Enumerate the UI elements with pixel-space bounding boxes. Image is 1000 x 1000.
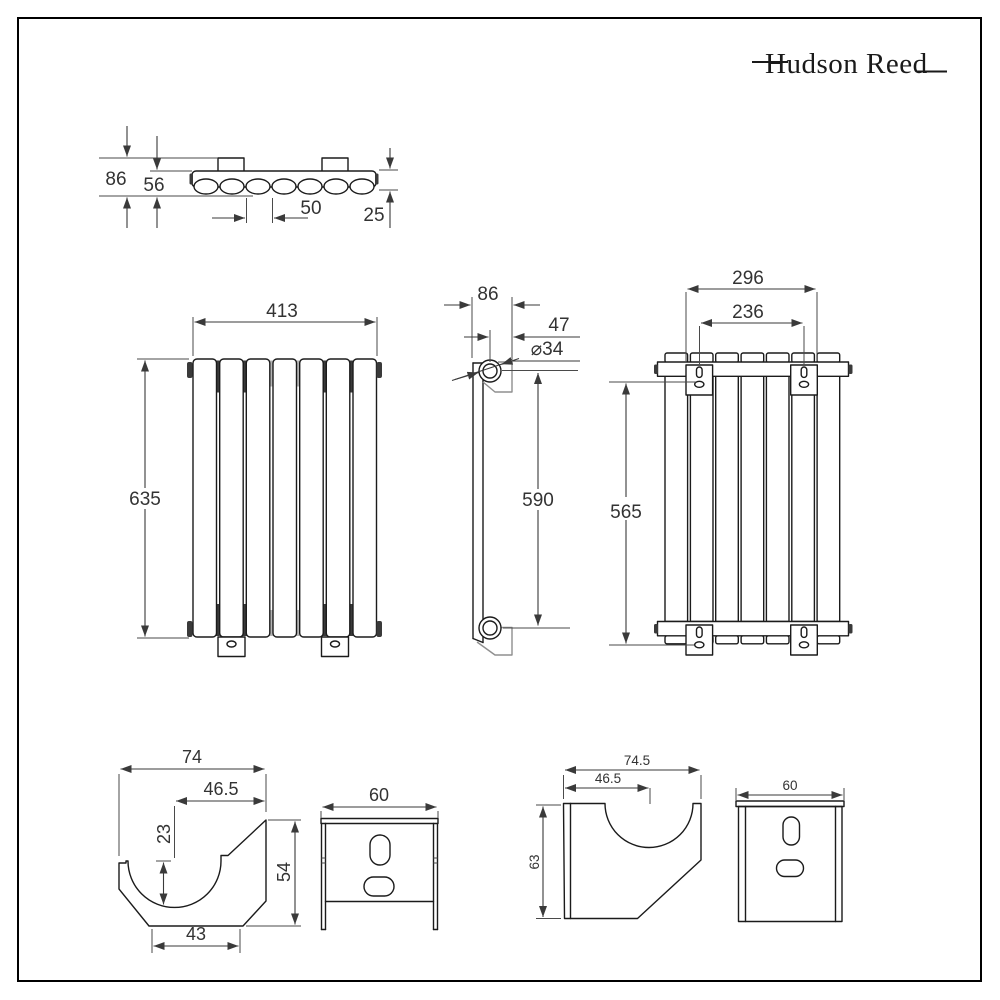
tube-ovals xyxy=(193,178,375,195)
rear-bracket-bottom-left xyxy=(685,624,714,656)
dim-label-b-height: 63 xyxy=(527,854,542,869)
bracket-a-horizontal-slot xyxy=(363,876,395,897)
dim-label-bracket-hole-span: 236 xyxy=(732,302,764,323)
front-view-dimensions: 413 635 xyxy=(126,301,378,639)
panel-joint-tabs-top xyxy=(215,360,354,393)
sheet-border xyxy=(17,17,982,982)
bracket-a-top-bar xyxy=(320,817,439,825)
end-cap-left xyxy=(189,173,193,185)
back-view-dimensions: 296 236 565 xyxy=(604,268,818,646)
rear-end-caps xyxy=(654,364,853,634)
rear-bracket-top-right xyxy=(790,364,819,396)
dim-label-wall-to-center: 47 xyxy=(548,315,569,336)
wall-bracket-front-right xyxy=(320,636,350,658)
dim-label-collector-depth: 25 xyxy=(363,205,384,226)
back-view: 296 236 565 xyxy=(604,268,853,656)
bracket-b-side-view: 74.5 46.5 63 xyxy=(527,753,702,920)
dim-label-bracket-outer-span: 296 xyxy=(732,268,764,289)
dim-label-b-center-offset: 46.5 xyxy=(595,771,621,786)
tube-stubs-top xyxy=(664,352,841,364)
bracket-b-body xyxy=(737,805,843,923)
bracket-b-front-dimensions: 60 xyxy=(735,778,845,800)
side-view-dimensions: 86 47 ⌀34 590 xyxy=(444,284,580,629)
dim-label-tapping-centers: 590 xyxy=(522,490,554,511)
bracket-b-front-view: 60 xyxy=(735,778,845,923)
dim-label-front-width: 413 xyxy=(266,301,298,322)
top-view: 86 56 50 25 xyxy=(99,126,398,228)
dim-label-body-depth: 56 xyxy=(143,175,164,196)
front-view: 413 635 xyxy=(126,301,382,658)
dim-label-a-base-width: 43 xyxy=(186,924,206,944)
dim-label-a-center-offset: 46.5 xyxy=(203,779,238,799)
dim-label-b-width: 74.5 xyxy=(624,753,650,768)
valve-caps xyxy=(187,362,382,637)
bracket-a-vertical-slot xyxy=(369,834,391,866)
dim-label-bracket-hole-centers: 565 xyxy=(610,502,642,523)
end-cap-right xyxy=(375,173,379,185)
bracket-b-dimensions: 74.5 46.5 63 xyxy=(527,753,702,919)
side-view: 86 47 ⌀34 590 xyxy=(444,284,580,656)
rear-bracket-top-left xyxy=(685,364,714,396)
dim-label-b-face-width: 60 xyxy=(782,778,797,793)
bracket-b-profile xyxy=(562,802,702,920)
rear-tubes xyxy=(664,375,841,623)
dim-label-tube-diameter: ⌀34 xyxy=(531,339,564,360)
panel-joint-tabs-bottom xyxy=(215,604,354,636)
bracket-a-dimensions: 74 46.5 23 54 43 xyxy=(118,747,301,953)
bracket-tab-right xyxy=(321,157,349,173)
bracket-b-horizontal-slot xyxy=(775,859,805,878)
tube-end-bottom xyxy=(478,616,502,640)
dim-label-a-face-width: 60 xyxy=(369,785,389,805)
wall-bracket-front-left xyxy=(217,636,246,658)
bracket-a-legs xyxy=(320,822,439,931)
top-view-dimensions: 86 56 50 25 xyxy=(99,126,398,228)
dim-label-tube-pitch: 50 xyxy=(300,198,321,219)
dim-label-a-width: 74 xyxy=(182,747,202,767)
side-panel xyxy=(472,362,484,644)
bracket-tab-left xyxy=(217,157,245,173)
bracket-b-top-bar xyxy=(735,800,845,808)
brand-logo: Hudson Reed xyxy=(752,48,947,80)
dim-label-a-height: 54 xyxy=(274,862,294,882)
bracket-a-side-view: 74 46.5 23 54 43 xyxy=(118,747,301,953)
dim-label-a-cradle-depth: 23 xyxy=(154,824,174,844)
bracket-b-vertical-slot xyxy=(782,816,801,846)
radiator-panels xyxy=(192,358,378,638)
dim-label-front-height: 635 xyxy=(129,489,161,510)
bracket-a-front-dimensions: 60 xyxy=(320,785,439,818)
bracket-a-profile xyxy=(118,819,267,927)
dim-label-total-depth: 86 xyxy=(105,169,126,190)
brand-logo-text: Hudson Reed xyxy=(765,48,928,80)
rear-bracket-bottom-right xyxy=(790,624,819,656)
bracket-a-front-view: 60 xyxy=(320,785,439,931)
dim-label-side-depth: 86 xyxy=(477,284,498,305)
